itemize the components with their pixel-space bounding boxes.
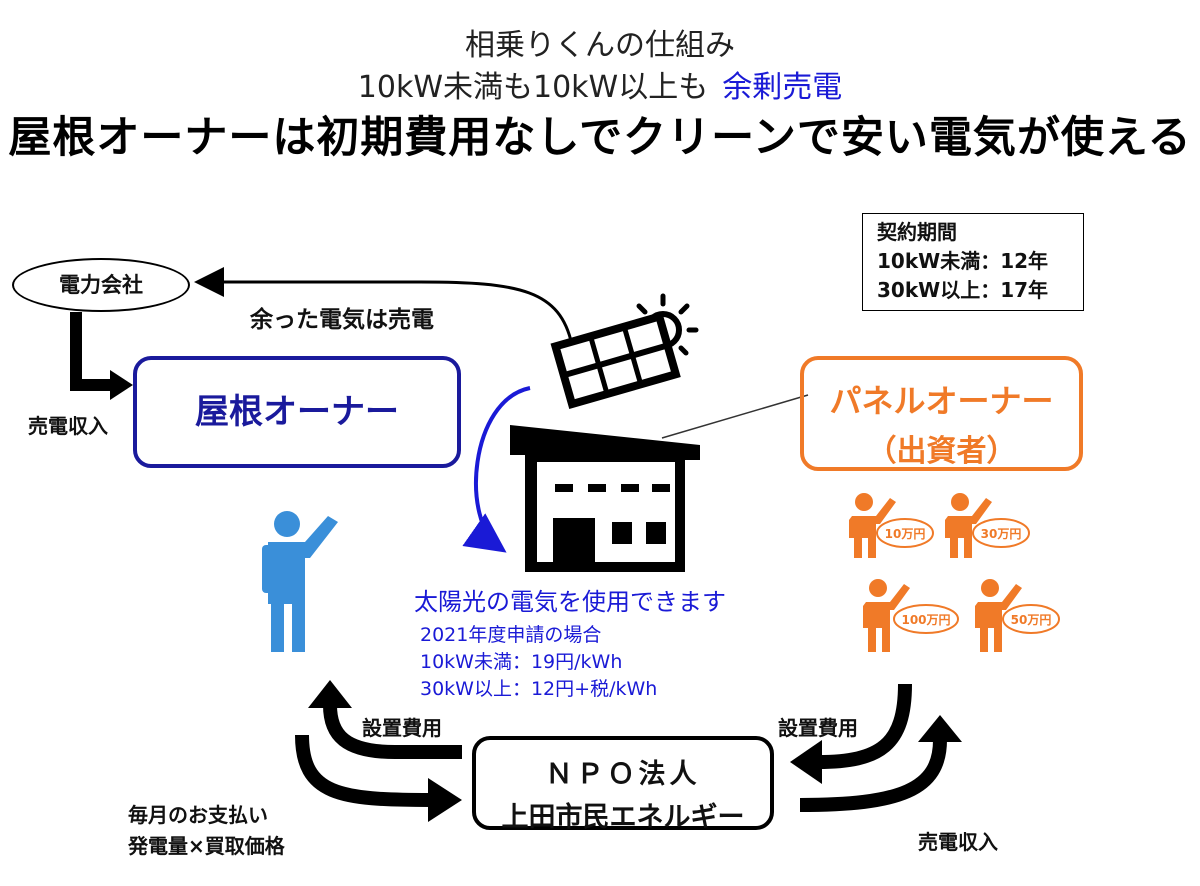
payment-label: 毎月のお支払い 発電量×買取価格 bbox=[128, 800, 285, 862]
power-company: 電力会社 bbox=[12, 258, 190, 312]
investor-person-icon bbox=[863, 579, 910, 652]
payment-line1: 毎月のお支払い bbox=[128, 803, 268, 827]
investor-amount-bubble: 30万円 bbox=[972, 518, 1030, 548]
npo-box: ＮＰＯ法人 上田市民エネルギー bbox=[472, 736, 774, 833]
investor-amount-label: 100万円 bbox=[901, 613, 950, 627]
npo-line1: ＮＰＯ法人 bbox=[545, 759, 701, 790]
building-icon bbox=[510, 425, 700, 572]
panel-owner-title: パネルオーナー bbox=[829, 382, 1054, 420]
contract-under10: 10kW未満：12年 bbox=[877, 249, 1049, 273]
subtitle-mechanism: 相乗りくんの仕組み bbox=[465, 28, 735, 63]
subtitle-surplus-accent: 余剰売電 bbox=[722, 70, 843, 105]
sale-income-right-arrowhead bbox=[918, 715, 962, 742]
panel-owner-box: パネルオーナー （出資者） bbox=[800, 356, 1083, 471]
surplus-label: 余った電気は売電 bbox=[250, 307, 434, 333]
investor-amount-label: 50万円 bbox=[1011, 613, 1052, 627]
sale-income-arrow bbox=[70, 312, 112, 391]
subtitle-surplus-text: 10kW未満も10kW以上も bbox=[357, 70, 709, 105]
investor-amount-label: 30万円 bbox=[981, 527, 1022, 541]
sale-income-right-label: 売電収入 bbox=[918, 830, 998, 854]
sale-income-arrowhead bbox=[110, 370, 133, 400]
sale-income-right-arrow bbox=[799, 739, 947, 812]
payment-line2: 発電量×買取価格 bbox=[128, 834, 285, 858]
roof-owner-person-icon bbox=[262, 511, 338, 652]
payment-arrow bbox=[295, 734, 431, 807]
install-cost-left-arrow bbox=[323, 704, 462, 759]
panel-owner-link bbox=[661, 394, 809, 439]
investor-amount-bubble: 10万円 bbox=[876, 518, 934, 548]
install-cost-right-arrow bbox=[817, 683, 912, 769]
install-cost-left-label: 設置費用 bbox=[362, 716, 442, 740]
panel-owner-subtitle: （出資者） bbox=[866, 434, 1017, 469]
contract-period-box: 契約期間 10kW未満：12年 30kW以上：17年 bbox=[862, 213, 1084, 311]
main-title: 屋根オーナーは初期費用なしでクリーンで安い電気が使える bbox=[8, 113, 1192, 163]
rates-block: 2021年度申請の場合 10kW未満：19円/kWh 30kW以上：12円+税/… bbox=[420, 622, 657, 703]
install-cost-left-arrowhead bbox=[308, 680, 352, 708]
rates-heading: 2021年度申請の場合 bbox=[420, 624, 602, 646]
contract-heading: 契約期間 bbox=[877, 220, 957, 244]
investor-person-icon bbox=[945, 493, 992, 558]
install-cost-right-label: 設置費用 bbox=[778, 716, 858, 740]
subtitle-surplus: 10kW未満も10kW以上も余剰売電 bbox=[0, 62, 1200, 106]
contract-over30: 30kW以上：17年 bbox=[877, 278, 1049, 302]
investor-amount-label: 10万円 bbox=[885, 527, 926, 541]
solar-use-label: 太陽光の電気を使用できます bbox=[414, 588, 726, 616]
investor-amount-bubble: 100万円 bbox=[893, 604, 959, 634]
investor-person-icon bbox=[849, 493, 896, 558]
rates-under10: 10kW未満：19円/kWh bbox=[420, 651, 623, 673]
install-cost-right-arrowhead bbox=[790, 740, 822, 784]
npo-line2: 上田市民エネルギー bbox=[501, 802, 745, 833]
self-use-arrow bbox=[462, 386, 531, 553]
payment-arrowhead bbox=[428, 778, 462, 822]
investor-amount-bubble: 50万円 bbox=[1002, 604, 1060, 634]
sale-income-left-label: 売電収入 bbox=[28, 414, 108, 438]
investor-person-icon bbox=[975, 579, 1022, 652]
rates-over30: 30kW以上：12円+税/kWh bbox=[420, 678, 658, 700]
surplus-arrow bbox=[194, 267, 574, 346]
roof-owner-box: 屋根オーナー bbox=[133, 356, 461, 468]
solar-panel-icon bbox=[550, 311, 681, 409]
